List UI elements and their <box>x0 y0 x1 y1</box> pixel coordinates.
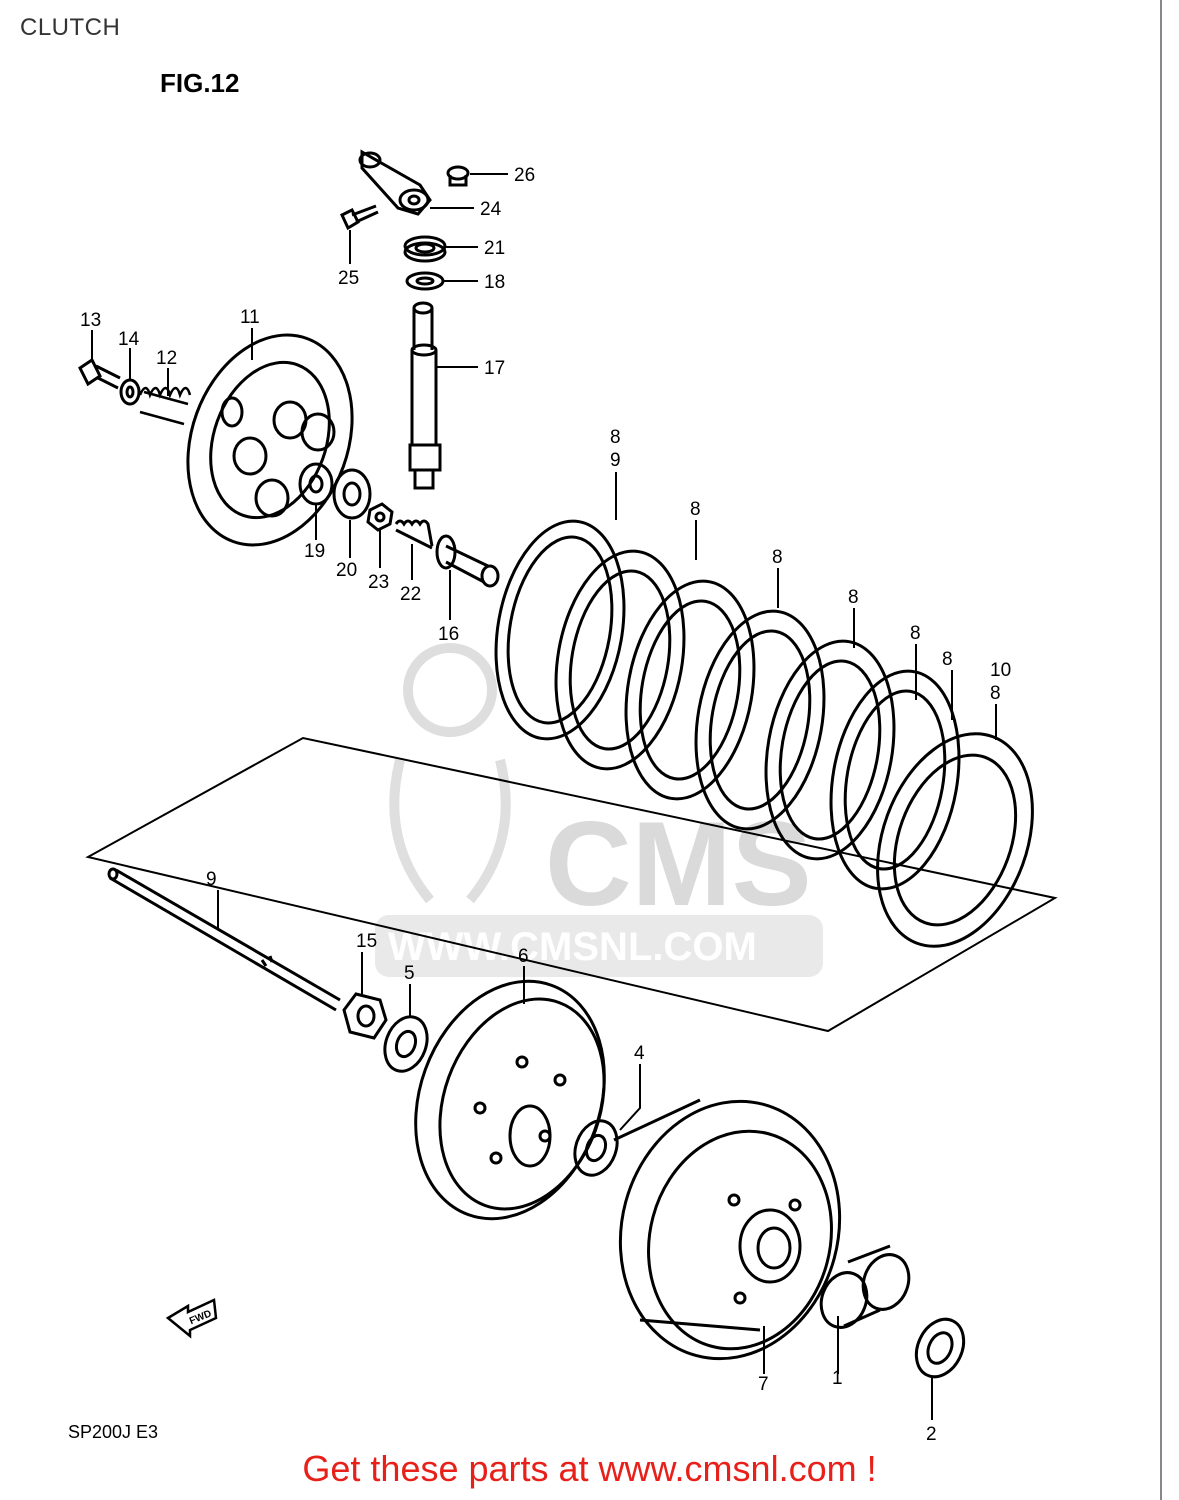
housing-washer <box>914 1317 966 1379</box>
push-piece <box>435 534 500 588</box>
callout-10: 8 <box>942 649 953 670</box>
callout-8-b: 8 <box>690 499 701 520</box>
forward-arrow-icon <box>165 1298 218 1339</box>
clutch-nut <box>342 992 388 1040</box>
arm-screw <box>446 165 470 187</box>
callout-12: 12 <box>156 348 177 369</box>
callout-25: 25 <box>338 268 359 289</box>
watermark-figure-head <box>403 643 497 737</box>
watermark-url: WWW.CMSNL.COM <box>388 925 757 969</box>
figure-label: FIG.12 <box>160 68 239 98</box>
callout-22: 22 <box>400 584 421 605</box>
callout-26: 26 <box>514 165 535 186</box>
callout-5: 15 <box>356 931 377 952</box>
callout-13: 13 <box>80 310 101 331</box>
callout-2: 1 <box>832 1368 843 1389</box>
callout-11: 11 <box>240 307 260 328</box>
callouts: 26 24 21 18 25 13 14 12 11 17 19 20 23 2… <box>80 165 1011 1445</box>
leader-lines <box>91 173 997 1420</box>
callout-4: 6 <box>518 946 529 967</box>
callout-1: 7 <box>758 1374 769 1395</box>
arm-bolt <box>340 204 379 231</box>
lock-nut <box>366 502 394 532</box>
callout-18: 18 <box>484 272 505 293</box>
callout-24: 24 <box>480 199 502 220</box>
call-to-action-link[interactable]: Get these parts at www.cmsnl.com ! <box>302 1448 877 1489</box>
callout-17: 17 <box>484 358 505 379</box>
callout-16: 16 <box>438 624 459 645</box>
watermark-logo: CMS <box>545 797 812 931</box>
watermark-figure-body <box>389 758 511 904</box>
lock-washer <box>383 1015 429 1073</box>
callout-8-e: 8 <box>910 623 921 644</box>
hub-washer <box>573 1119 619 1177</box>
callout-9-a: 9 <box>610 450 621 471</box>
push-rod <box>107 867 341 1012</box>
clutch-sleeve-hub <box>414 979 606 1221</box>
thrust-washer <box>298 462 334 506</box>
oil-seal <box>403 235 447 263</box>
callout-23: 23 <box>368 572 389 593</box>
spring-bolt <box>78 357 121 390</box>
callout-20: 20 <box>336 560 357 581</box>
bolt-washer <box>119 378 141 406</box>
callout-8-c: 8 <box>772 547 783 568</box>
pressure-plate <box>186 333 354 547</box>
callout-9-b: 8 <box>990 683 1001 704</box>
callout-8-d: 8 <box>848 587 859 608</box>
watermark: CMS WWW.CMSNL.COM <box>375 643 823 977</box>
callout-3: 2 <box>926 1424 937 1445</box>
clutch-spring <box>138 386 192 426</box>
callout-15: 9 <box>206 869 217 890</box>
clutch-plate-stack <box>494 519 1034 948</box>
callout-14: 14 <box>118 329 140 350</box>
adjusting-screw <box>394 519 434 550</box>
release-arm <box>358 149 432 216</box>
callout-8-a: 8 <box>610 427 621 448</box>
callout-8-f: 10 <box>990 660 1011 681</box>
page-border <box>1160 0 1162 1500</box>
callout-21: 21 <box>484 238 505 259</box>
thrust-bearing <box>332 468 372 520</box>
release-camshaft <box>408 301 442 490</box>
housing-spacer <box>819 1244 911 1329</box>
watermark-url-band <box>375 915 823 977</box>
page-title: CLUTCH <box>20 14 121 41</box>
forward-arrow: FWD <box>165 1298 218 1339</box>
shaft-reference-box <box>85 736 1058 1033</box>
callout-7: 4 <box>634 1043 645 1064</box>
callout-19: 19 <box>304 541 325 562</box>
model-code: SP200J E3 <box>68 1422 158 1442</box>
release-washer <box>405 271 445 291</box>
callout-6: 5 <box>404 963 415 984</box>
clutch-housing <box>613 1098 842 1361</box>
